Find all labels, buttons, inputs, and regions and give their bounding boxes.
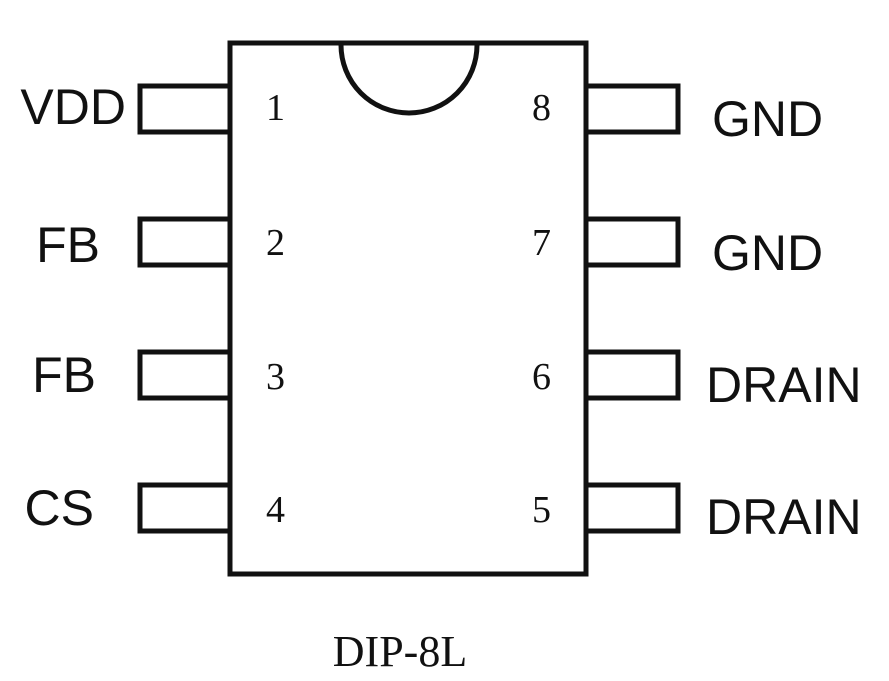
pin-2-name: FB [36,217,100,273]
pin-7-name: GND [712,225,823,281]
pin-5-number: 5 [532,489,551,531]
pin-4-number: 4 [266,489,285,531]
pin-6-number: 6 [532,356,551,398]
pin-5-name: DRAIN [706,489,862,545]
pin-2-number: 2 [266,222,285,264]
pin-3-name: FB [32,347,96,403]
pin-6-name: DRAIN [706,357,862,413]
pin-5-lead [583,482,681,534]
pin-7-lead [583,216,681,268]
package-label: DIP-8L [333,627,467,676]
orientation-notch [338,44,480,116]
pin-2-lead [137,216,233,268]
pin-8-number: 8 [532,87,551,129]
pin-7-number: 7 [532,222,551,264]
pin-1-lead [137,83,233,135]
chip-body [227,40,589,577]
pin-8-name: GND [712,91,823,147]
pin-3-lead [137,349,233,401]
pin-4-name: CS [25,480,94,536]
pin-6-lead [583,349,681,401]
pin-4-lead [137,482,233,534]
pin-8-lead [583,83,681,135]
pin-1-name: VDD [20,79,126,135]
pin-1-number: 1 [266,87,285,129]
pin-3-number: 3 [266,356,285,398]
